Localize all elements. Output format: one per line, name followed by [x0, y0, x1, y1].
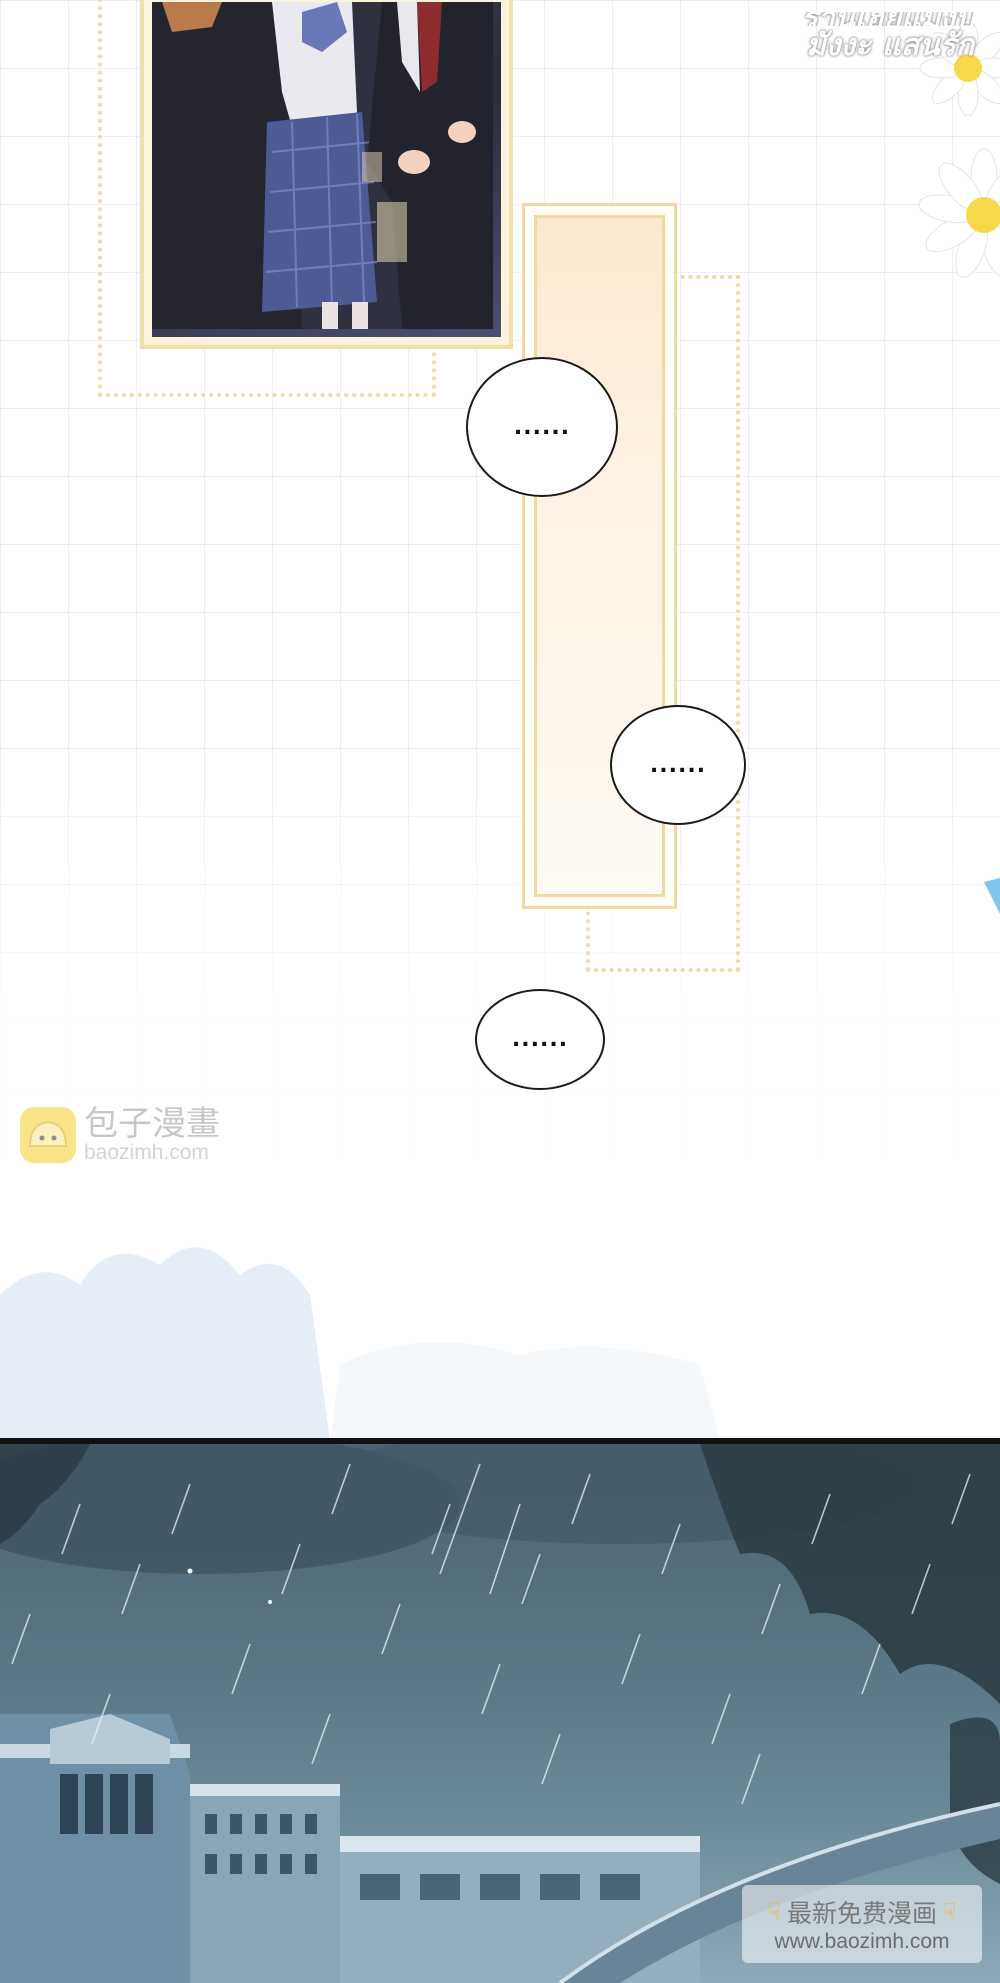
daisy-flower-icon — [919, 19, 1000, 117]
watermark-url: baozimh.com — [84, 1141, 209, 1164]
blue-shard-decoration — [984, 878, 1000, 914]
pointing-finger-icon: ☟ — [767, 1899, 781, 1925]
speech-bubble-2: ...... — [610, 705, 746, 825]
bottom-watermark-url: www.baozimh.com — [774, 1930, 950, 1953]
speech-bubble-3: ...... — [475, 989, 605, 1090]
comic-panel-characters — [140, 0, 513, 349]
speech-bubble-1: ...... — [466, 357, 618, 497]
panel-divider — [0, 1438, 1000, 1444]
watermark-name: 包子漫畫 — [84, 1104, 220, 1144]
scan-credit-line2: มังงะ แสนรัก — [805, 28, 974, 63]
daisy-flower-icon — [918, 148, 1000, 278]
scan-credit-line1: ร้านเฮียแมงปี๋ — [802, 12, 974, 26]
panel-artwork — [152, 2, 501, 337]
pointing-finger-icon: ☟ — [943, 1899, 957, 1925]
baozi-bun-icon — [20, 1107, 76, 1163]
tree-silhouette-decoration — [0, 1247, 720, 1440]
scanlator-credit: ร้านเฮียแมงปี๋ มังงะ แสนรัก — [802, 12, 974, 66]
bottom-watermark-label: 最新免费漫画 — [786, 1899, 937, 1928]
baozi-watermark: 包子漫畫 baozimh.com — [20, 1106, 220, 1164]
characters-illustration — [152, 2, 493, 329]
bottom-watermark: ☟ 最新免费漫画 ☟ www.baozimh.com — [742, 1885, 982, 1963]
